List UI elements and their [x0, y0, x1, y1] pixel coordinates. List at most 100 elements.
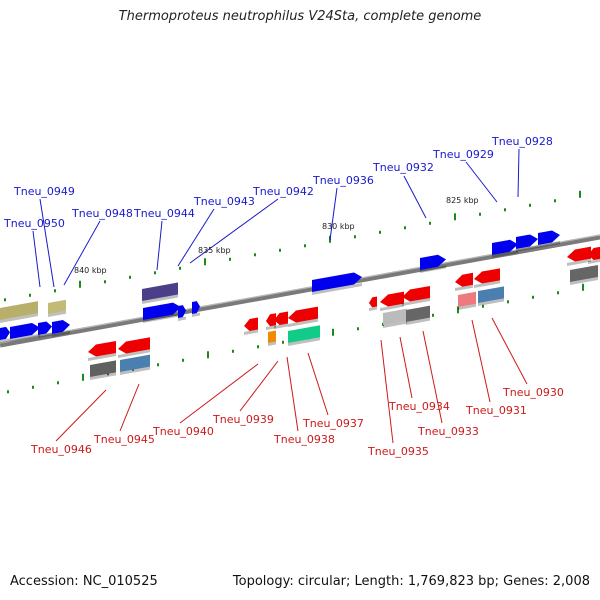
gene-box-steel-shadow: [478, 298, 504, 306]
gene-box-olive-shadow: [0, 313, 38, 323]
lower-tick-mark: [157, 363, 159, 367]
lower-tick-mark: [32, 385, 34, 389]
gene-label-Tneu_0946[interactable]: Tneu_0946: [30, 443, 92, 456]
label-leader-lines: [32, 148, 528, 444]
gene-arrow-red: [402, 285, 430, 302]
gene-box-pink-shadow: [458, 303, 476, 310]
gene-label-Tneu_0939[interactable]: Tneu_0939: [212, 413, 274, 426]
leader-line-reverse: [307, 352, 329, 416]
leader-line-reverse: [286, 356, 299, 432]
gene-label-Tneu_0932[interactable]: Tneu_0932: [372, 161, 434, 174]
gene-label-Tneu_0944[interactable]: Tneu_0944: [133, 207, 195, 220]
gene-label-Tneu_0943[interactable]: Tneu_0943: [193, 195, 255, 208]
lower-tick-mark: [207, 351, 209, 359]
gene-arrow-red: [474, 268, 500, 284]
gene-box-orange: [268, 330, 276, 343]
upper-tick-mark: [154, 271, 156, 275]
upper-tick-mark: [379, 230, 381, 234]
gene-arrow-red-shadow: [118, 349, 150, 358]
leader-line-reverse: [239, 360, 279, 412]
gene-box-olive-small-shadow: [48, 310, 66, 317]
gene-arrow-blue-shadow: [312, 283, 362, 295]
leader-line-forward: [329, 187, 338, 241]
gene-arrow-blue: [192, 301, 200, 314]
gene-arrow-blue: [516, 234, 538, 249]
gene-label-Tneu_0934[interactable]: Tneu_0934: [388, 400, 450, 413]
lower-tick-mark: [357, 327, 359, 331]
gene-arrow-blue: [38, 321, 52, 335]
gene-box-teal: [288, 325, 320, 343]
gene-arrow-red: [369, 296, 377, 308]
gene-label-Tneu_0945[interactable]: Tneu_0945: [93, 433, 155, 446]
leader-line-forward: [39, 198, 55, 288]
lower-tick-mark: [532, 295, 534, 299]
lower-tick-mark: [257, 345, 259, 349]
gene-box-lightgrey: [383, 308, 407, 325]
leader-line-forward: [189, 198, 279, 264]
gene-arrow-blue: [538, 230, 560, 245]
upper-tick-mark: [179, 266, 181, 270]
lower-tick-mark: [457, 306, 459, 314]
gene-arrow-blue-shadow: [178, 316, 186, 321]
gene-label-Tneu_0935[interactable]: Tneu_0935: [367, 445, 429, 458]
lower-tick-mark: [482, 304, 484, 308]
gene-label-Tneu_0948[interactable]: Tneu_0948: [71, 207, 133, 220]
lower-tick-mark: [432, 313, 434, 317]
upper-tick-mark: [129, 275, 131, 279]
gene-shapes: [0, 230, 600, 380]
gene-arrow-red: [588, 246, 600, 260]
upper-tick-mark: [254, 253, 256, 257]
gene-arrow-blue-shadow: [52, 330, 70, 337]
upper-tick-row: [4, 190, 581, 302]
gene-box-olive-small: [48, 299, 66, 314]
gene-arrow-red-shadow: [402, 297, 430, 306]
gene-box-indigo: [142, 282, 178, 301]
gene-arrow-red-shadow: [369, 306, 377, 311]
upper-tick-mark: [279, 248, 281, 252]
upper-tick-mark: [479, 212, 481, 216]
leader-line-reverse: [491, 317, 528, 385]
gene-label-Tneu_0950[interactable]: Tneu_0950: [3, 217, 65, 230]
gene-arrow-red-shadow: [288, 318, 318, 327]
gene-label-Tneu_0940[interactable]: Tneu_0940: [152, 425, 214, 438]
genome-title: Thermoproteus neutrophilus V24Sta, compl…: [118, 9, 482, 24]
gene-label-Tneu_0933[interactable]: Tneu_0933: [417, 425, 479, 438]
gene-label-Tneu_0937[interactable]: Tneu_0937: [302, 417, 364, 430]
upper-tick-mark: [429, 221, 431, 225]
gene-arrow-red-shadow: [567, 258, 591, 266]
gene-label-Tneu_0949[interactable]: Tneu_0949: [13, 185, 75, 198]
gene-arrow-red-shadow: [266, 325, 276, 330]
gene-arrow-red-shadow: [88, 352, 116, 361]
gene-arrow-red-shadow: [455, 284, 473, 291]
gene-label-Tneu_0928[interactable]: Tneu_0928: [491, 135, 553, 148]
gene-box-teal-shadow: [288, 337, 320, 346]
gene-box-grey: [406, 305, 430, 322]
gene-label-Tneu_0938[interactable]: Tneu_0938: [273, 433, 335, 446]
gene-box-grey: [570, 264, 598, 282]
leader-line-forward: [403, 175, 427, 219]
gene-arrow-red: [380, 291, 404, 307]
gene-label-Tneu_0942[interactable]: Tneu_0942: [252, 185, 314, 198]
gene-arrow-blue-shadow: [420, 265, 446, 273]
gene-arrow-blue-shadow: [538, 241, 560, 248]
gene-arrow-blue-shadow: [192, 312, 200, 317]
gene-label-Tneu_0936[interactable]: Tneu_0936: [312, 174, 374, 187]
gene-arrow-red: [118, 337, 150, 354]
leader-line-forward: [177, 208, 215, 267]
leader-line-reverse: [179, 363, 259, 424]
leader-line-reverse: [119, 383, 140, 432]
gene-label-Tneu_0931[interactable]: Tneu_0931: [465, 404, 527, 417]
leader-line-forward: [465, 161, 498, 203]
gene-arrow-red-shadow: [474, 280, 500, 288]
gene-arrow-blue: [492, 239, 518, 255]
gene-arrow-red: [244, 317, 258, 331]
gene-arrow-red-shadow: [244, 329, 258, 335]
genome-summary-text: Topology: circular; Length: 1,769,823 bp…: [232, 574, 590, 589]
upper-tick-mark: [54, 289, 56, 293]
upper-tick-mark: [579, 190, 581, 198]
gene-label-Tneu_0930[interactable]: Tneu_0930: [502, 386, 564, 399]
genome-backbone: [0, 234, 600, 348]
gene-label-Tneu_0929[interactable]: Tneu_0929: [432, 148, 494, 161]
